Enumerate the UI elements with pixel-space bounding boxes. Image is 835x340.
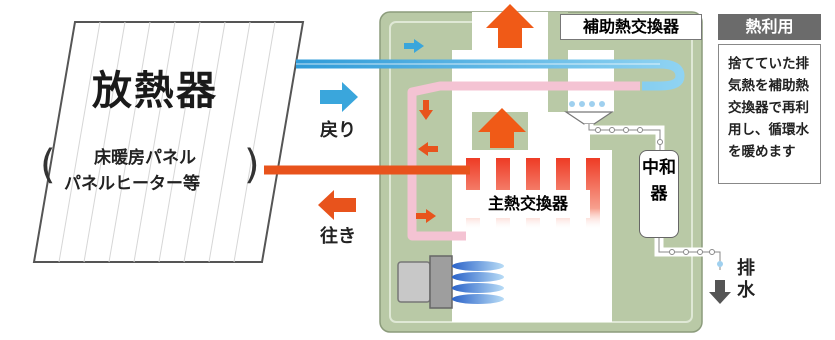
note-body: 捨てていた排気熱を補助熱交換器で再利用し、循環水を暖めます	[718, 44, 821, 184]
left-arrow-icon	[418, 142, 438, 156]
circulation-loop	[407, 81, 640, 241]
radiator-panel	[32, 21, 305, 263]
drain-label: 排水	[737, 258, 755, 301]
drain-funnel	[564, 111, 614, 125]
supply-flow-arrow	[318, 190, 356, 220]
burner	[397, 255, 453, 309]
down-arrow-icon	[419, 100, 433, 120]
radiator-subtitle-line2: パネルヒーター等	[64, 174, 200, 194]
radiator-subtitle-line1: 床暖房パネル	[94, 148, 196, 168]
radiator-title: 放熱器	[92, 68, 218, 114]
drain-pipe	[584, 124, 725, 270]
note-title: 熱利用	[718, 14, 821, 40]
neutralizer: 中和器	[639, 150, 679, 238]
condensate-drops	[569, 101, 605, 107]
burner-flames	[452, 261, 504, 304]
right-arrow-icon	[416, 209, 436, 223]
supply-label: 往き	[320, 226, 356, 247]
exhaust-arrow-middle	[478, 108, 526, 148]
inlet-arrow-icon	[404, 39, 424, 53]
return-flow-arrow	[320, 82, 358, 112]
return-pipe	[296, 59, 685, 91]
main-exchanger-label: 主熱交換器	[466, 190, 590, 218]
return-label: 戻り	[320, 120, 356, 141]
aux-exchanger-label: 補助熱交換器	[560, 14, 702, 40]
radiator-paren-close: )	[244, 142, 260, 188]
drain-arrow	[709, 280, 731, 304]
radiator-paren-open: (	[40, 142, 56, 188]
exhaust-arrow-top	[486, 4, 534, 48]
